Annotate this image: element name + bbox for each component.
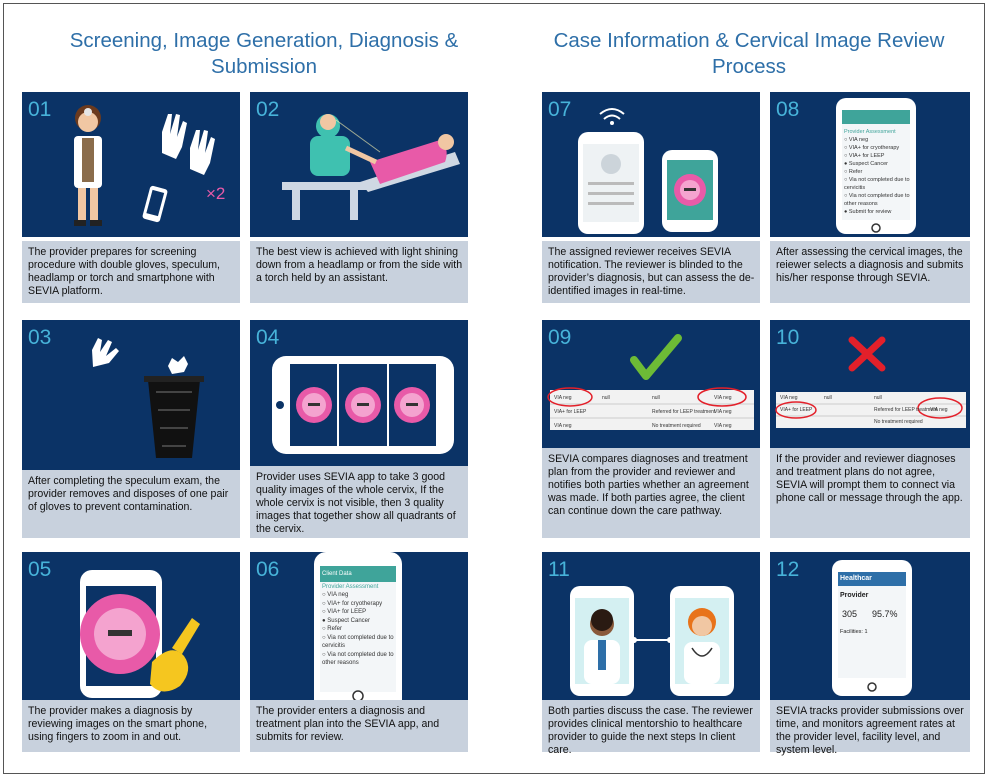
- stats-row: 305 95.7%: [840, 608, 904, 624]
- step-panel-11: 11 Both parties discuss the case. The re…: [542, 552, 760, 756]
- step-number: 09: [548, 326, 572, 349]
- panel-art: 02: [250, 92, 468, 237]
- table-row: VIA neg null null: [780, 395, 882, 401]
- step-number: 03: [28, 326, 52, 349]
- exam-chair-illustration: [282, 114, 460, 220]
- step-caption: Both parties discuss the case. The revie…: [542, 700, 760, 756]
- submit-for-review-option[interactable]: ● Submit for review: [844, 209, 892, 215]
- stats-agreement-rate: 95.7%: [872, 609, 898, 619]
- video-call-illustration: [570, 586, 734, 696]
- step-panel-02: 02 The best view is achieved with light …: [250, 92, 468, 303]
- step-number: 12: [776, 558, 800, 581]
- disagreement-cross-illustration: [775, 336, 966, 428]
- step-caption: The best view is achieved with light shi…: [250, 241, 468, 303]
- panel-art: 12 Healthcar Provider 305 95.7% Faciliti…: [770, 552, 970, 700]
- table-row: VIA neg null null VIA neg: [554, 395, 732, 401]
- step-caption: If the provider and reviewer diagnoses a…: [770, 448, 970, 538]
- agreement-check-illustration: [547, 334, 754, 430]
- panel-art: 05: [22, 552, 240, 700]
- reviewer-notification-illustration: [578, 108, 718, 234]
- form-option-selected[interactable]: ● Suspect Cancer: [844, 161, 888, 167]
- stats-submission-count: 305: [842, 609, 858, 619]
- panel-art: 09 VIA neg null null VIA neg VIA+ for LE…: [542, 320, 760, 448]
- step-panel-03: 03 After completing the speculum exam, t…: [22, 320, 240, 538]
- step-caption: Provider uses SEVIA app to take 3 good q…: [250, 466, 468, 538]
- form-option[interactable]: ○ Refer: [322, 626, 342, 632]
- table-row: No treatment required: [874, 419, 923, 425]
- landscape-phone-three-images-illustration: [272, 356, 454, 454]
- right-column-title: Case Information & Cervical Image Review…: [553, 29, 945, 78]
- table-row: VIA neg No treatment required VIA neg: [554, 423, 732, 429]
- table-row: VIA+ for LEEP Referred for LEEP treatmen…: [780, 407, 948, 413]
- form-option[interactable]: ○ VIA neg: [844, 137, 869, 143]
- form-option[interactable]: ○ Refer: [844, 169, 863, 175]
- step-caption: The provider prepares for screening proc…: [22, 241, 240, 303]
- panel-art: 03: [22, 320, 240, 470]
- assessment-form-phone-illustration: [314, 552, 402, 700]
- step-caption: SEVIA compares diagnoses and treatment p…: [542, 448, 760, 538]
- stats-provider-label: Provider: [840, 592, 869, 599]
- form-option[interactable]: ○ VIA+ for LEEP: [844, 153, 885, 159]
- table-row: VIA+ for LEEP Referred for LEEP treatmen…: [554, 409, 732, 415]
- step-panel-04: 04 Provider uses SEVIA app to take 3 goo…: [250, 320, 468, 538]
- form-option[interactable]: ○ Via not completed due to other reasons: [322, 651, 394, 667]
- panel-art: 01 ×2: [22, 92, 240, 237]
- form-option[interactable]: ○ Via not completed due to cervicitis: [322, 634, 394, 650]
- step-caption: The assigned reviewer receives SEVIA not…: [542, 241, 760, 303]
- step-number: 10: [776, 326, 800, 349]
- step-number: 02: [256, 98, 280, 121]
- step-panel-09: 09 VIA neg null null VIA neg VIA+ for LE…: [542, 320, 760, 538]
- glove-disposal-illustration: [92, 338, 204, 458]
- panel-art: 10 VIA neg null null VIA+ for LEEP Refer…: [770, 320, 970, 448]
- step-panel-05: 05 The provider makes a diagnosis by rev…: [22, 552, 240, 752]
- step-panel-12: 12 Healthcar Provider 305 95.7% Faciliti…: [770, 552, 970, 756]
- panel-art: 06 Client Data Provider Assessment ○ VIA…: [250, 552, 468, 700]
- step-panel-08: 08 Provider Assessment ○ VIA neg ○ VIA+ …: [770, 92, 970, 303]
- form-option-selected[interactable]: ● Suspect Cancer: [322, 617, 370, 624]
- step-number: 06: [256, 558, 280, 581]
- form-option[interactable]: ○ Via not completed due to other reasons: [844, 193, 910, 207]
- step-number: 01: [28, 98, 52, 121]
- form-option[interactable]: ○ VIA+ for cryotherapy: [322, 600, 383, 607]
- step-caption: The provider makes a diagnosis by review…: [22, 700, 240, 752]
- statistics-phone-illustration: [832, 560, 912, 696]
- panel-art: 11: [542, 552, 760, 700]
- step-panel-10: 10 VIA neg null null VIA+ for LEEP Refer…: [770, 320, 970, 538]
- panel-art: 04: [250, 320, 468, 466]
- stats-facilities: Facilities: 1: [840, 629, 868, 635]
- step-number: 08: [776, 98, 800, 121]
- comparison-table: VIA neg null null VIA+ for LEEP Referred…: [778, 393, 964, 429]
- step-caption: After assessing the cervical images, the…: [770, 241, 970, 303]
- times-two-label: ×2: [206, 184, 226, 203]
- step-panel-01: 01 ×2 The provider prepares for screenin…: [22, 92, 240, 303]
- panel-art: 07: [542, 92, 760, 237]
- zoom-on-phone-illustration: [80, 570, 200, 698]
- stats-screen: Healthcar Provider 305 95.7% Facilities:…: [840, 574, 904, 637]
- step-caption: The provider enters a diagnosis and trea…: [250, 700, 468, 752]
- step-number: 07: [548, 98, 572, 121]
- form-option[interactable]: ○ VIA neg: [322, 592, 349, 598]
- form-option[interactable]: ○ VIA+ for LEEP: [322, 609, 367, 615]
- reviewer-form-phone-illustration: [836, 98, 916, 234]
- form-option[interactable]: ○ Via not completed due to cervicitis: [844, 177, 910, 191]
- step-panel-06: 06 Client Data Provider Assessment ○ VIA…: [250, 552, 468, 752]
- left-column-title: Screening, Image Generation, Diagnosis &…: [69, 29, 459, 78]
- reviewer-form: Provider Assessment ○ VIA neg ○ VIA+ for…: [844, 128, 910, 216]
- assessment-form: Client Data Provider Assessment ○ VIA ne…: [322, 570, 396, 668]
- step-number: 05: [28, 558, 52, 581]
- step-number: 04: [256, 326, 280, 349]
- form-option[interactable]: ○ VIA+ for cryotherapy: [844, 145, 900, 151]
- step-caption: SEVIA tracks provider submissions over t…: [770, 700, 970, 756]
- step-panel-07: 07 The assigned reviewer receives SEVIA …: [542, 92, 760, 303]
- form-section-title: Provider Assessment: [844, 129, 896, 135]
- stats-app-title: Healthcar: [840, 575, 872, 582]
- form-header: Client Data: [322, 571, 352, 577]
- provider-with-supplies-illustration: [74, 105, 215, 226]
- comparison-table: VIA neg null null VIA neg VIA+ for LEEP …: [552, 392, 752, 434]
- panel-art: 08 Provider Assessment ○ VIA neg ○ VIA+ …: [770, 92, 970, 237]
- step-caption: After completing the speculum exam, the …: [22, 470, 240, 538]
- step-number: 11: [548, 558, 570, 581]
- form-section-title: Provider Assessment: [322, 583, 379, 590]
